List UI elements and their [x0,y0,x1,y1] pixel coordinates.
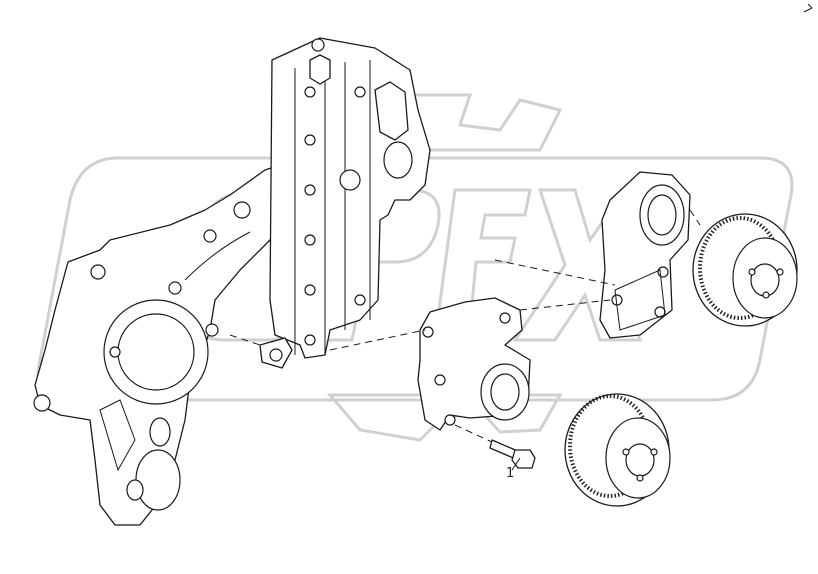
timing-gear-lower [564,393,671,507]
timing-gear-housing [33,159,301,526]
bracket [417,297,531,431]
opex-watermark [36,93,794,442]
callout-leader-1 [511,457,521,471]
timing-gear-upper [692,213,798,327]
corner-mark [803,3,813,13]
cover-plate [259,37,431,369]
assembly-lines [229,209,701,443]
callout-label-1: 1 [506,466,515,481]
bolt [489,439,536,469]
belt-tensioner [599,171,691,339]
